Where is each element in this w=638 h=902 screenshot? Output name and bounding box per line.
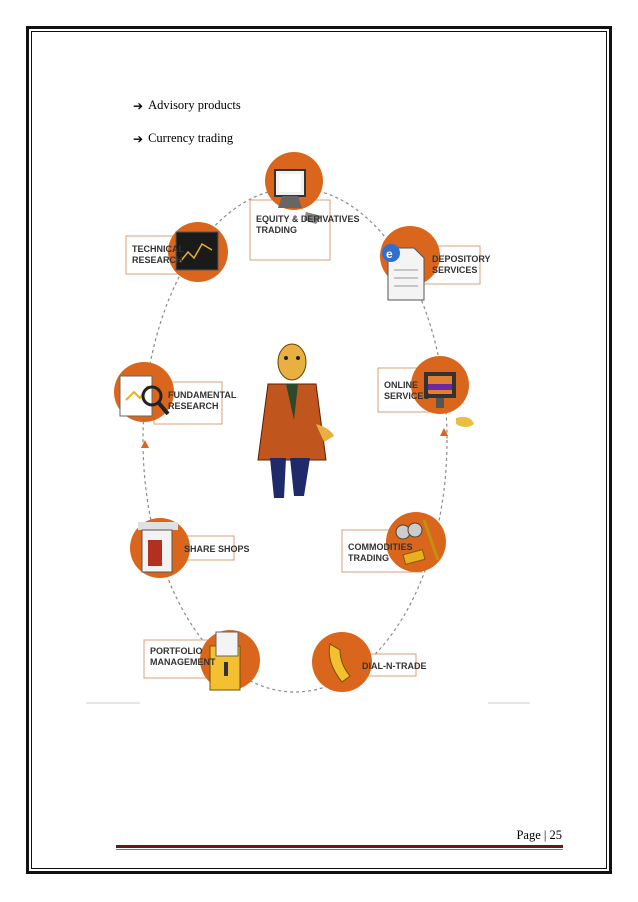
service-fundamental-research: FUNDAMENTAL RESEARCH: [114, 362, 237, 425]
service-online: ONLINE SERVICES: [377, 356, 474, 427]
label-portfolio-1: PORTFOLIO: [150, 646, 203, 656]
folder-icon: [209, 631, 241, 691]
page-border-inner: [31, 31, 607, 869]
label-depository-2: SERVICES: [432, 265, 477, 275]
label-commodities-1: COMMODITIES: [348, 542, 413, 552]
svg-text:e: e: [386, 247, 393, 261]
footer-rule: [116, 845, 563, 848]
arrow-icon: ➔: [133, 98, 144, 113]
label-fundamental-2: RESEARCH: [168, 401, 219, 411]
page-border-outer: [26, 26, 612, 874]
label-dial: DIAL-N-TRADE: [362, 661, 427, 671]
bullet-advisory-products: ➔ Advisory products: [133, 98, 241, 113]
service-technical-research: TECHNICAL RESEARCH: [125, 222, 228, 282]
phone-icon: [328, 643, 351, 683]
bullet-currency-trading: ➔ Currency trading: [133, 131, 233, 146]
service-portfolio: PORTFOLIO MANAGEMENT: [143, 630, 260, 691]
label-depository-1: DEPOSITORY: [432, 254, 491, 264]
cycle-arrow-left: [141, 440, 149, 448]
commodities-icon: [395, 519, 440, 566]
chart-screen-icon: [175, 231, 219, 271]
monitor-icon: [424, 372, 474, 427]
cycle-arrow-right: [440, 428, 448, 436]
tiger-mascot-illustration: [257, 343, 334, 498]
label-online-2: SERVICES: [384, 391, 429, 401]
page-number: Page | 25: [516, 828, 562, 842]
arrow-icon: ➔: [133, 131, 144, 146]
service-dial-n-trade: DIAL-N-TRADE: [312, 632, 427, 692]
shop-icon: [138, 522, 178, 573]
label-share-shops: SHARE SHOPS: [184, 544, 250, 554]
label-commodities-2: TRADING: [348, 553, 389, 563]
bullet-text: Currency trading: [148, 131, 234, 145]
service-equity-trading: EQUITY & DERIVATIVES TRADING: [249, 152, 360, 261]
label-online-1: ONLINE: [384, 380, 418, 390]
label-portfolio-2: MANAGEMENT: [150, 657, 216, 667]
footer-rule-thin: [116, 849, 563, 850]
service-commodities: COMMODITIES TRADING: [341, 512, 446, 573]
computer-icon: [274, 169, 322, 224]
label-technical-2: RESEARCH: [132, 255, 183, 265]
label-equity-1: EQUITY & DERIVATIVES: [256, 214, 360, 224]
service-share-shops: SHARE SHOPS: [130, 518, 250, 578]
magnifier-report-icon: [119, 375, 170, 417]
label-fundamental-1: FUNDAMENTAL: [168, 390, 237, 400]
bullet-text: Advisory products: [148, 98, 241, 112]
label-technical-1: TECHNICAL: [132, 244, 184, 254]
document-e-icon: e: [382, 244, 425, 301]
service-depository: e DEPOSITORY SERVICES: [380, 226, 491, 301]
label-equity-2: TRADING: [256, 225, 297, 235]
